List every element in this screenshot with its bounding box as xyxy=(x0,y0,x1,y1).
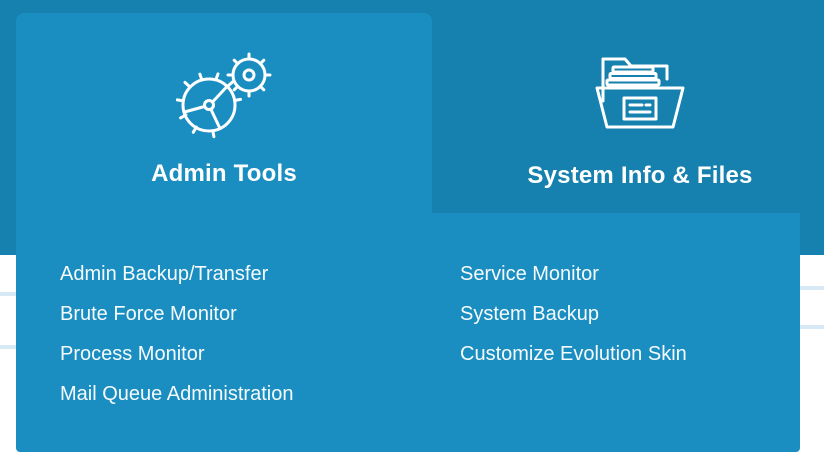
table-row-divider xyxy=(800,325,824,329)
menu-item-process-monitor[interactable]: Process Monitor xyxy=(60,343,205,365)
tab-system-info-files[interactable]: System Info & Files xyxy=(432,0,800,213)
menu-column-left: Admin Backup/Transfer Brute Force Monito… xyxy=(60,254,460,414)
menu-item-brute-force-monitor[interactable]: Brute Force Monitor xyxy=(60,303,237,325)
tab-admin-tools-label: Admin Tools xyxy=(151,160,297,187)
menu-item-admin-backup-transfer[interactable]: Admin Backup/Transfer xyxy=(60,263,269,285)
folder-icon xyxy=(595,57,685,129)
table-row-divider xyxy=(800,286,824,290)
menu-column-right: Service Monitor System Backup Customize … xyxy=(460,254,687,414)
gears-icon xyxy=(176,48,272,140)
menu-item-customize-evolution-skin[interactable]: Customize Evolution Skin xyxy=(460,343,687,365)
tab-system-info-files-label: System Info & Files xyxy=(527,162,753,189)
menu-item-service-monitor[interactable]: Service Monitor xyxy=(460,263,599,285)
table-row-divider xyxy=(0,292,16,296)
tab-admin-tools[interactable]: Admin Tools xyxy=(16,13,432,213)
table-row-divider xyxy=(0,345,16,349)
dropdown-columns: Admin Backup/Transfer Brute Force Monito… xyxy=(16,213,800,414)
menu-item-mail-queue-administration[interactable]: Mail Queue Administration xyxy=(60,383,294,405)
menu-item-system-backup[interactable]: System Backup xyxy=(460,303,599,325)
dropdown-panel: Admin Backup/Transfer Brute Force Monito… xyxy=(16,213,800,452)
